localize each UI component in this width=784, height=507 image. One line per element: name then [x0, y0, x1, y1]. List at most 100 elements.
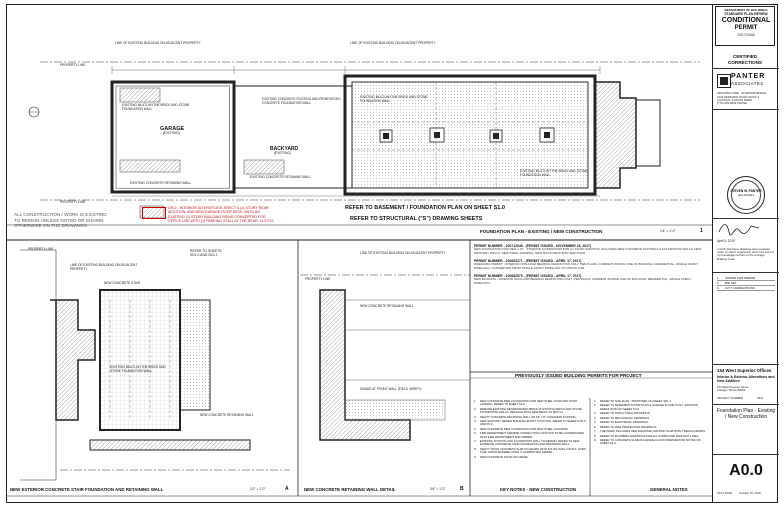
revision-text: BID SET	[725, 281, 737, 285]
seal-number: 001-014321	[737, 193, 754, 197]
stair-number: A	[285, 486, 289, 492]
signature-date: April 5, 2019	[717, 239, 735, 243]
label-masonry-2: EXISTING MULTI-WYTHE BRICK AND STONE FOU…	[360, 95, 428, 103]
plot-date-label: PLOT DATE	[717, 491, 733, 495]
architect-seal: STEVEN W. PANTER 001-014321	[727, 176, 765, 214]
revision-number: 1	[717, 276, 719, 280]
plan-title: FOUNDATION PLAN - EXISTING / NEW CONSTRU…	[480, 229, 603, 234]
permit-head: PERMIT NUMBER - 100683271 - (PERMIT ISSU…	[474, 259, 582, 264]
label-masonry-1: EXISTING MULTI-WYTHE BRICK AND STONE FOU…	[122, 103, 190, 111]
keynotes-list: 1.NEW CONCRETE PIER FOUNDATION FOR NEW S…	[474, 400, 586, 485]
project-subtitle: Interior & Exterior Alterations and New …	[717, 375, 775, 384]
sheet-title: Foundation Plan - Existing / New Constru…	[716, 408, 776, 421]
label-gravel-B: GRADE AT FRONT WALL (FIELD VERIFY)	[360, 387, 422, 391]
revision-row: 3 CITY CORRECTIONS	[717, 286, 775, 291]
keynote-text: FIRE DEPARTMENT SIAMESE CONNECTION LOCAT…	[480, 431, 585, 439]
label-property-line-n: PROPERTY LINE	[60, 63, 86, 67]
note-refer-structural: REFER TO STRUCTURAL ("S") DRAWING SHEETS	[350, 216, 483, 222]
permit-body: NEW FOUNDATION FOR NEW 1 ST... INTERIOR …	[474, 247, 702, 255]
general-note-number: 9.	[594, 438, 597, 443]
keynote-number: 9.	[474, 454, 477, 459]
keynote-text: NEW CONCRETE STAIR ON GRADE.	[480, 454, 529, 459]
stamp-permit-no: 100712048	[737, 33, 755, 37]
general-note-text: REFER TO CONCRETE SLAB-ON-GRADE FLOOR PR…	[600, 438, 701, 446]
keynote-number: 8.	[474, 446, 477, 451]
general-note-item: 2.REFER TO BASEMENT FLOOR PLAN & GARAGE …	[594, 404, 708, 411]
room-garage-sub: (EXISTING)	[163, 131, 181, 135]
general-note-number: 3.	[594, 411, 597, 416]
wall-scale: 3/4" = 1'-0"	[430, 487, 446, 491]
label-property-line-B: PROPERTY LINE	[305, 277, 331, 281]
stamp-review: STANDARD PLAN REVIEW	[724, 12, 768, 16]
keynote-text: REMOVE EXISTING DETERIORATED BRICK AT EX…	[480, 406, 582, 415]
note-existing: ALL CONSTRUCTION / WORK IS EXISTING TO R…	[14, 212, 107, 229]
stamp-permit: PERMIT	[734, 25, 758, 31]
general-notes-title: GENERAL NOTES	[650, 487, 688, 492]
label-new-retaining-B: NEW CONCRETE RETAINING WALL	[360, 304, 414, 308]
label-retaining-1: EXISTING CONCRETE RETAINING WALL	[130, 181, 192, 185]
keynote-item: 9.NEW CONCRETE STAIR ON GRADE.	[474, 454, 586, 459]
keynote-text: NEW 6" THICK CONCRETE SLAB ON GRADE WITH…	[480, 446, 586, 455]
label-new-stair-A: NEW CONCRETE STAIR	[104, 281, 141, 285]
certification-text: I certify that these drawings were prepa…	[717, 247, 774, 261]
keynote-number: 2.	[474, 406, 477, 411]
keynote-item: 4.NEW SANITARY SEWER BUILDING ENTRY LOCA…	[474, 419, 586, 427]
permit-head: PERMIT NUMBER - 100682975 - (PERMIT ISSU…	[474, 274, 582, 279]
stair-scale: 1/2" = 1'-0"	[250, 487, 266, 491]
permit-entry: PERMIT NUMBER - 100682975 - (PERMIT ISSU…	[474, 274, 708, 285]
firm-name: PANTER	[731, 73, 766, 80]
note-red: CR-0 - INTERIOR ALTERATIONS; ERECT A (1)…	[168, 206, 274, 224]
keynote-text: NEW CONCRETE PIER FOUNDATION FOR NEW STE…	[480, 400, 578, 407]
general-note-item: 3.REFER TO STRUCTURAL DRAWINGS.	[594, 411, 708, 416]
keynote-number: 7.	[474, 439, 477, 444]
revision-number: 3	[717, 286, 719, 290]
keynote-number: 3.	[474, 414, 477, 419]
revision-row: 1 ISSUED FOR PERMIT	[717, 276, 775, 281]
keynote-item: 1.NEW CONCRETE PIER FOUNDATION FOR NEW S…	[474, 400, 586, 407]
project-number-label: PROJECT NUMBER	[717, 396, 743, 400]
keynote-item: 8.NEW 6" THICK CONCRETE SLAB ON GRADE WI…	[474, 446, 586, 455]
keynote-item: 6.FIRE DEPARTMENT SIAMESE CONNECTION LOC…	[474, 432, 586, 439]
keynote-number: 1.	[474, 400, 477, 403]
red-note-stamp	[142, 207, 166, 219]
general-note-text: REFER TO SITE PLAN - PROPOSED ON SHEET S…	[600, 400, 672, 403]
label-building-north-A: LINE OF EXISTING BUILDING ON ADJACENT PR…	[70, 263, 138, 271]
revision-text: ISSUED FOR PERMIT	[725, 276, 756, 280]
general-note-text: THE WORK INCLUDES NEW ELEVATED GROUND SL…	[600, 429, 706, 434]
permits-title: PREVIOUSLY ISSUED BUILDING PERMITS FOR P…	[515, 373, 642, 378]
plan-number: 1	[700, 228, 703, 234]
keynote-item: 7.EXISTING FOOTING AND FOUNDATION WALL T…	[474, 440, 586, 447]
general-note-item: 9.REFER TO CONCRETE SLAB-ON-GRADE FLOOR …	[594, 439, 708, 446]
plan-scale: 1/4" = 1'-0"	[660, 229, 676, 233]
stamp-corrections: CORRECTIONS	[728, 60, 762, 65]
label-property-line-s: PROPERTY LINE	[60, 200, 86, 204]
label-masonry-A: EXISTING MULTI-WYTHE BRICK AND STONE FOU…	[110, 365, 166, 373]
project-title: 154 West Superior Offices	[717, 368, 772, 373]
project-address: 154 West Superior Street Chicago, Illino…	[717, 385, 749, 393]
room-backyard: BACKYARD	[270, 146, 299, 152]
general-note-number: 1.	[594, 400, 597, 403]
firm-sub: ASSOCIATES	[731, 81, 764, 86]
label-retaining-A: NEW CONCRETE RETAINING WALL	[200, 413, 254, 417]
stamp-dept: DEPARTMENT OF BUILDINGS	[724, 8, 768, 12]
signature-mark	[718, 224, 760, 236]
stamp-certified: CERTIFIED	[732, 54, 758, 59]
general-note-number: 4.	[594, 415, 597, 420]
general-note-number: 2.	[594, 403, 597, 408]
room-backyard-sub: (EXISTING)	[274, 151, 292, 155]
keynote-text: EXISTING FOOTING AND FOUNDATION WALL TO …	[480, 439, 580, 447]
label-footing-1: EXISTING CONCRETE FOOTING AND REINFORCED…	[262, 97, 341, 105]
general-note-item: 7.THE WORK INCLUDES NEW ELEVATED GROUND …	[594, 429, 708, 434]
label-building-north: LINE OF EXISTING BUILDING ON ADJACENT PR…	[115, 41, 201, 45]
general-note-text: REFER TO ELECTRICAL DRAWINGS.	[600, 420, 649, 425]
general-note-text: REFER TO PLUMBING DRAWINGS FOR ALL STORM…	[600, 433, 700, 438]
keynote-text: NEW SANITARY SEWER BUILDING ENTRY LOCATI…	[480, 419, 586, 427]
general-note-item: 8.REFER TO PLUMBING DRAWINGS FOR ALL STO…	[594, 433, 708, 438]
permit-head: PERMIT NUMBER - 100712048 - (PERMIT ISSU…	[474, 244, 592, 248]
keynote-text: NEW 8" CONCRETE RETAINING WALL ON 18" x …	[480, 414, 577, 419]
label-building-north-2: LINE OF EXISTING BUILDING ON ADJACENT PR…	[350, 41, 436, 45]
general-note-text: REFER TO BASEMENT FLOOR PLAN & GARAGE FL…	[600, 403, 699, 411]
revision-text: CITY CORRECTIONS	[725, 286, 755, 290]
